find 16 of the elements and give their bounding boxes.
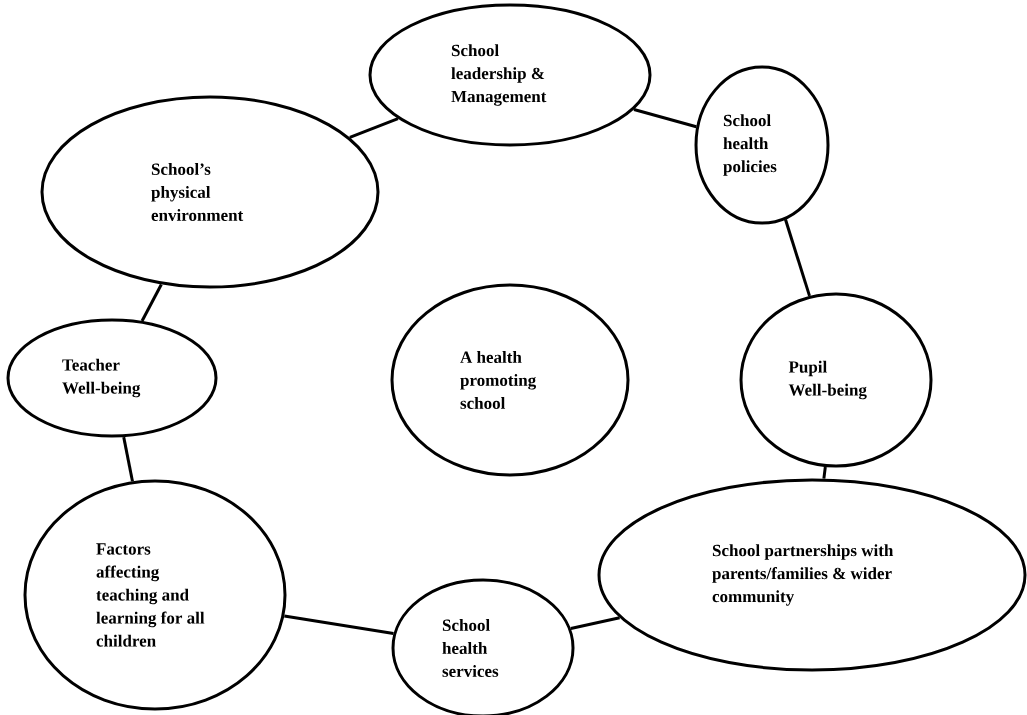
ellipse-node: School’s physical environment	[40, 95, 380, 289]
connector-line	[122, 436, 134, 482]
ellipse-node: Factors affecting teaching and learning for all children	[23, 479, 287, 711]
connector-line	[822, 466, 827, 479]
connector-line	[140, 283, 163, 322]
connector-line	[633, 108, 697, 129]
ellipse-node: A health promoting school	[390, 283, 630, 477]
ellipse-node: Teacher Well-being	[6, 318, 218, 438]
connector-line	[284, 614, 394, 636]
connector-line	[784, 219, 811, 297]
connector-line	[570, 616, 620, 630]
ellipse-node: School health policies	[694, 65, 830, 225]
connector-line	[349, 117, 399, 139]
ellipse-node: School leadership & Management	[368, 3, 652, 147]
ellipse-node: Pupil Well-being	[739, 292, 933, 468]
ellipse-node: School partnerships with parents/families & wider community	[597, 478, 1027, 672]
